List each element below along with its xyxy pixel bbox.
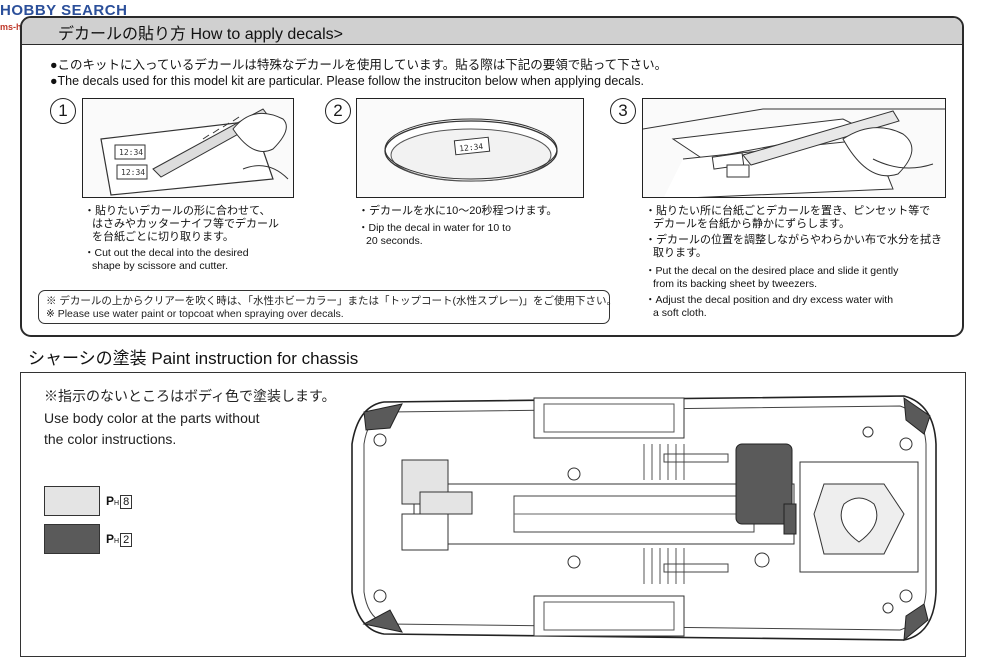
step-3-en-1: ・Put the decal on the desired place and … <box>645 265 899 277</box>
watermark: HOBBY SEARCH <box>0 2 127 19</box>
spray-note-box <box>38 290 610 324</box>
decal-section-title: デカールの貼り方 How to apply decals> <box>58 26 343 43</box>
step-2-en-1: ・Dip the decal in water for 10 to <box>358 222 511 234</box>
step-2-en-2: 20 seconds. <box>366 235 423 247</box>
cutting-decal-drawing: 12:34 12:34 <box>100 108 289 196</box>
decal-section-frame <box>20 16 964 337</box>
step-3-jp-1: ・貼りたい所に台紙ごとデカールを置き、ピンセット等で <box>645 205 931 217</box>
step-1-text: ・貼りたいデカールの形に合わせて、 はさみやカッターナイフ等でデカール を台紙ご… <box>84 205 279 273</box>
decal-section-header <box>22 18 962 45</box>
chassis-note-en-2: the color instructions. <box>44 431 177 447</box>
step-1-en-1: ・Cut out the decal into the desired <box>84 247 249 259</box>
step-3-en-3: ・Adjust the decal position and dry exces… <box>645 294 894 306</box>
chassis-note-en-1: Use body color at the parts without <box>44 410 260 426</box>
step-3-en-2: from its backing sheet by tweezers. <box>653 278 817 290</box>
spray-note-en: ※ Please use water paint or topcoat when… <box>46 308 344 320</box>
decal-intro-en: ●The decals used for this model kit are … <box>50 74 644 88</box>
applying-decal-drawing <box>643 108 945 197</box>
step-1-number: 1 <box>50 98 76 124</box>
water-dish-drawing: 12:34 <box>384 118 558 182</box>
step-3-jp-2: デカールを台紙から静かにずらします。 <box>653 218 851 230</box>
chassis-section-frame <box>20 372 966 657</box>
step-3-en-4: a soft cloth. <box>653 307 707 319</box>
svg-text:12:34: 12:34 <box>459 142 484 153</box>
step-3-illustration <box>642 98 946 198</box>
step-2-text: ・デカールを水に10～20秒程つけます。 ・Dip the decal in w… <box>358 205 557 248</box>
step-3-jp-3: ・デカールの位置を調整しながらやわらかい布で水分を拭き <box>645 234 942 246</box>
svg-text:12:34: 12:34 <box>121 168 145 177</box>
step-3-number: 3 <box>610 98 636 124</box>
chassis-underside-drawing <box>351 395 937 642</box>
step-2-number: 2 <box>325 98 351 124</box>
spray-note-jp: ※ デカールの上からクリアーを吹く時は、「水性ホビーカラー」または「トップコート… <box>46 295 618 307</box>
swatch-light-gray <box>44 486 100 516</box>
step-1-jp-3: を台紙ごとに切り取ります。 <box>92 231 234 243</box>
step-1-illustration: 12:34 12:34 <box>82 98 294 198</box>
step-1-en-2: shape by scissore and cutter. <box>92 260 228 272</box>
step-1-jp-2: はさみやカッターナイフ等でデカール <box>92 218 279 230</box>
step-2-jp-1: ・デカールを水に10～20秒程つけます。 <box>358 205 558 217</box>
step-3-text: ・貼りたい所に台紙ごとデカールを置き、ピンセット等で デカールを台紙から静かにず… <box>645 205 942 320</box>
step-1-jp-1: ・貼りたいデカールの形に合わせて、 <box>84 205 271 217</box>
chassis-diagram <box>344 384 944 652</box>
step-3-jp-4: 取ります。 <box>653 247 707 259</box>
chassis-note-jp: ※指示のないところはボディ色で塗装します。 <box>44 388 336 404</box>
svg-text:12:34: 12:34 <box>119 148 143 157</box>
chassis-section-title: シャーシの塗装 Paint instruction for chassis <box>28 349 359 368</box>
swatch-dark-gray <box>44 524 100 554</box>
watermark-text: HOBBY SEARCH <box>0 2 128 19</box>
decal-intro-jp: ●このキットに入っているデカールは特殊なデカールを使用しています。貼る際は下記の… <box>50 58 668 72</box>
step-2-illustration: 12:34 <box>356 98 584 198</box>
